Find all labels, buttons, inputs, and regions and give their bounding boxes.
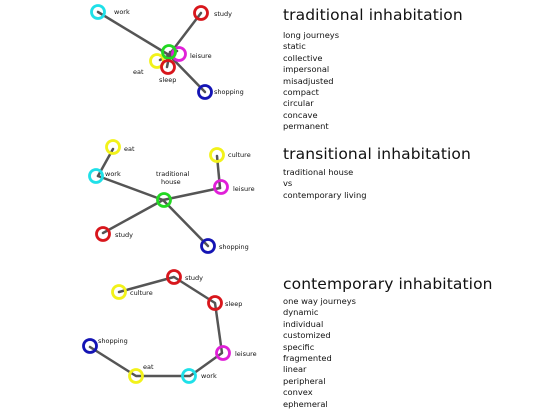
list-item: peripheral <box>283 375 326 386</box>
leisure-node <box>171 46 187 62</box>
transitional-panel: transitional inhabitation traditional ho… <box>283 145 471 201</box>
sleep-label: sleep <box>159 76 176 84</box>
contemporary-list: one way journeys dynamic individual cust… <box>283 296 493 410</box>
study-label: study <box>185 274 203 282</box>
hub-node <box>161 44 177 60</box>
shopping-label: shopping <box>219 243 249 251</box>
list-item: concave <box>283 109 318 120</box>
study-node <box>193 5 209 21</box>
work-label: work <box>201 372 217 380</box>
traditional-house-label-2: house <box>161 178 181 186</box>
contemporary-panel: contemporary inhabitation one way journe… <box>283 275 493 410</box>
shopping-label: shopping <box>98 337 128 345</box>
work-node <box>88 168 104 184</box>
study-label: study <box>214 10 232 18</box>
eat-node <box>128 368 144 384</box>
eat-label: eat <box>124 145 135 153</box>
list-item: contemporary living <box>283 189 367 200</box>
work-node <box>181 368 197 384</box>
list-item: circular <box>283 98 314 109</box>
culture-node <box>209 147 225 163</box>
transitional-list: traditional house vs contemporary living <box>283 167 471 201</box>
study-label: study <box>115 231 133 239</box>
list-item: impersonal <box>283 64 330 75</box>
culture-label: culture <box>228 151 251 159</box>
traditional-diagram: work study leisure eat sleep shopping <box>90 4 244 100</box>
leisure-label: leisure <box>190 52 212 60</box>
leisure-label: leisure <box>233 185 255 193</box>
list-item: traditional house <box>283 167 354 177</box>
list-item: ephemeral <box>283 398 328 409</box>
work-node <box>90 4 106 20</box>
leisure-node <box>213 179 229 195</box>
eat-label: eat <box>143 363 154 371</box>
list-item: specific <box>283 341 315 352</box>
transitional-title: transitional inhabitation <box>283 145 471 163</box>
list-item: one way journeys <box>283 296 356 306</box>
list-item: compact <box>283 87 319 98</box>
list-item: vs <box>283 178 293 189</box>
eat-label: eat <box>133 68 144 76</box>
study-node <box>166 269 182 285</box>
work-label: work <box>114 8 130 16</box>
list-item: dynamic <box>283 307 319 318</box>
sleep-node <box>160 59 176 75</box>
shopping-node <box>82 338 98 354</box>
traditional-house-node <box>156 192 172 208</box>
culture-label: culture <box>130 289 153 297</box>
contemporary-diagram: culture study sleep leisure work eat sho… <box>82 269 257 384</box>
sleep-node <box>207 295 223 311</box>
list-item: misadjusted <box>283 75 334 86</box>
leisure-label: leisure <box>235 350 257 358</box>
list-item: individual <box>283 318 324 329</box>
work-label: work <box>105 170 121 178</box>
sleep-label: sleep <box>225 300 242 308</box>
list-item: convex <box>283 387 313 398</box>
list-item: linear <box>283 364 307 375</box>
shopping-node <box>197 84 213 100</box>
leisure-node <box>215 345 231 361</box>
eat-node <box>105 139 121 155</box>
list-item: static <box>283 41 306 52</box>
transitional-diagram: eat work traditional house study culture… <box>88 139 255 254</box>
study-node <box>95 226 111 242</box>
list-item: customized <box>283 330 331 341</box>
shopping-label: shopping <box>214 88 244 96</box>
traditional-title: traditional inhabitation <box>283 6 463 24</box>
shopping-node <box>200 238 216 254</box>
traditional-panel: traditional inhabitation long journeys s… <box>283 6 463 133</box>
list-item: long journeys <box>283 30 340 40</box>
list-item: fragmented <box>283 353 332 364</box>
contemporary-title: contemporary inhabitation <box>283 275 493 293</box>
traditional-house-label-1: traditional <box>156 170 190 178</box>
list-item: permanent <box>283 121 329 132</box>
traditional-list: long journeys static collective imperson… <box>283 30 463 133</box>
list-item: collective <box>283 52 323 63</box>
culture-node <box>111 284 127 300</box>
